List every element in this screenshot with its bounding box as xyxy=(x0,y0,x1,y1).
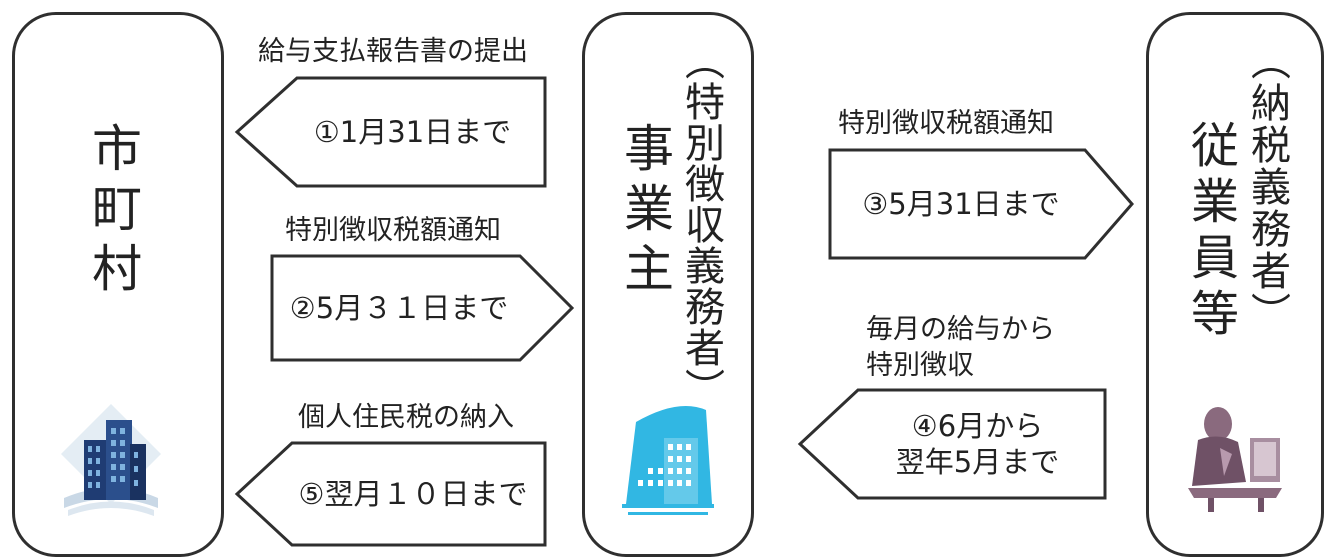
employer-sublabel: （特別徴収義務者） xyxy=(678,40,724,409)
employee-box xyxy=(1146,12,1324,557)
flow-5-deadline: ⑤翌月１０日まで xyxy=(298,476,528,511)
arrow-payment xyxy=(234,441,547,547)
flow-4-deadline-line1: ④6月から xyxy=(911,408,1044,443)
flow-2-deadline: ②5月３１日まで xyxy=(289,290,509,325)
flow-1-deadline: ①1月31日まで xyxy=(313,114,512,149)
municipality-label: 市町村 xyxy=(84,122,142,302)
arrow-notify-employer xyxy=(828,148,1134,260)
office-worker-icon xyxy=(1188,407,1282,512)
employer-label: 事業主 xyxy=(616,122,674,302)
company-building-icon xyxy=(622,406,714,515)
arrow-monthly-withholding xyxy=(797,388,1107,500)
flow-4-deadline: ④6月から 翌年5月まで xyxy=(855,390,1100,498)
flow-3-deadline: ③5月31日まで xyxy=(862,186,1060,221)
employee-sublabel: （納税義務者） xyxy=(1244,40,1290,334)
flow-4-label-line1: 毎月の給与から xyxy=(866,314,1055,345)
arrow-notify-municipality xyxy=(270,254,575,362)
flow-5-label: 個人住民税の納入 xyxy=(298,402,514,433)
flow-1-label: 給与支払報告書の提出 xyxy=(258,36,528,67)
arrow-submit-report xyxy=(234,76,547,188)
flow-2-label: 特別徴収税額通知 xyxy=(285,215,501,246)
flow-3-label: 特別徴収税額通知 xyxy=(838,108,1054,139)
employee-label: 従業員等 xyxy=(1182,120,1238,344)
flow-4-label-line2: 特別徴収 xyxy=(866,350,974,381)
flow-4-deadline-line2: 翌年5月まで xyxy=(895,445,1060,479)
office-buildings-icon xyxy=(61,404,161,516)
